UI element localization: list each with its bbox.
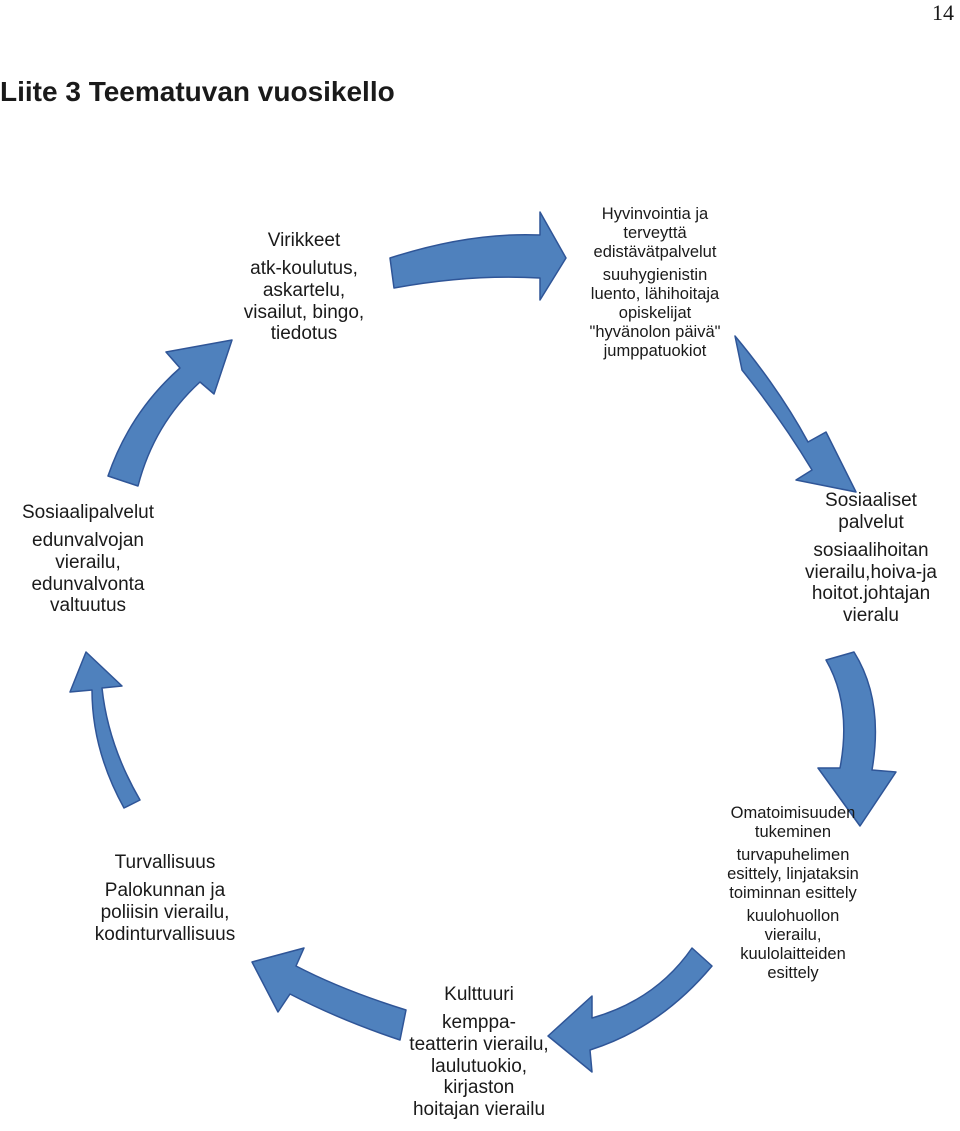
node-omatoimisuus-body2: kuulohuollon vierailu, kuulolaitteiden e…: [740, 906, 846, 982]
node-omatoimisuus-heading: Omatoimisuuden tukeminen: [730, 804, 856, 841]
node-kulttuuri: Kulttuuri kemppa- teatterin vierailu, la…: [392, 984, 566, 1121]
node-hyvinvointi-heading: Hyvinvointia ja terveyttä edistävätpalve…: [593, 205, 717, 261]
node-omatoimisuus-body: turvapuhelimen esittely, linjataksin toi…: [727, 845, 859, 902]
node-virikkeet: Virikkeet atk-koulutus, askartelu, visai…: [226, 230, 382, 345]
node-turvallisuus: Turvallisuus Palokunnan ja poliisin vier…: [70, 852, 260, 945]
arrow-left-lower: [69, 651, 141, 809]
node-omatoimisuus: Omatoimisuuden tukeminen turvapuhelimen …: [700, 804, 886, 983]
node-virikkeet-heading: Virikkeet: [267, 230, 341, 251]
node-sosiaalipalvelut: Sosiaalipalvelut edunvalvojan vierailu, …: [0, 502, 176, 617]
node-sosiaalipalvelut-body: edunvalvojan vierailu, edunvalvonta valt…: [31, 529, 145, 617]
node-sosiaalipalvelut-heading: Sosiaalipalvelut: [21, 502, 155, 523]
node-hyvinvointi-body: suuhygienistin luento, lähihoitaja opisk…: [589, 265, 721, 360]
arrow-bottom-right: [547, 947, 713, 1073]
node-virikkeet-body: atk-koulutus, askartelu, visailut, bingo…: [243, 257, 365, 345]
node-kulttuuri-heading: Kulttuuri: [444, 984, 514, 1005]
arrow-lower-right: [817, 651, 897, 827]
arrow-left-upper: [107, 339, 233, 487]
arrow-top: [389, 211, 567, 301]
arrow-upper-right: [734, 335, 857, 493]
page-title: Liite 3 Teematuvan vuosikello: [0, 76, 395, 107]
node-sosiaaliset-body: sosiaalihoitan vierailu,hoiva-ja hoitot.…: [804, 539, 937, 627]
node-kulttuuri-body: kemppa- teatterin vierailu, laulutuokio,…: [409, 1011, 549, 1121]
node-turvallisuus-heading: Turvallisuus: [114, 852, 216, 873]
node-sosiaaliset-heading: Sosiaaliset palvelut: [825, 490, 917, 533]
node-turvallisuus-body: Palokunnan ja poliisin vierailu, kodintu…: [94, 879, 236, 945]
node-hyvinvointi: Hyvinvointia ja terveyttä edistävätpalve…: [560, 205, 750, 361]
page-number: 14: [932, 0, 954, 25]
arrow-bottom-left: [251, 947, 407, 1041]
node-sosiaaliset: Sosiaaliset palvelut sosiaalihoitan vier…: [786, 490, 956, 627]
